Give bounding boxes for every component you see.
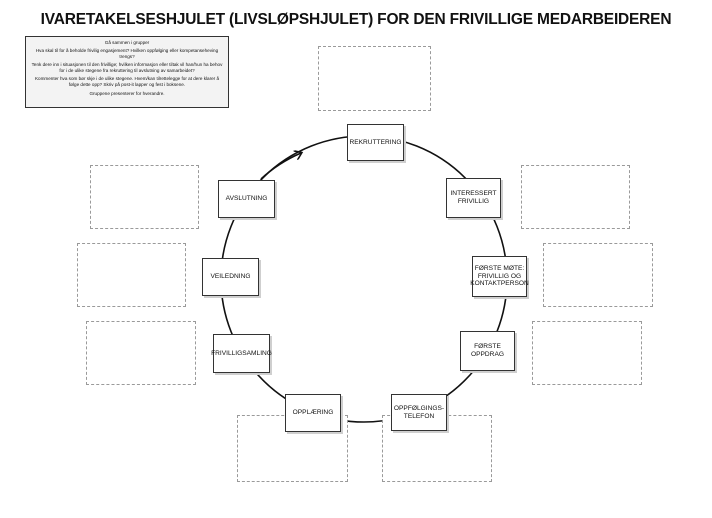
note-box-top[interactable] [318,46,431,111]
page-title: IVARETAKELSESHJULET (LIVSLØPSHJULET) FOR… [40,11,672,28]
stage-interessert-frivillig[interactable]: INTERESSERT FRIVILLIG [446,178,501,218]
stage-avslutning[interactable]: AVSLUTNING [218,180,275,218]
stage-forste-oppdrag[interactable]: FØRSTE OPPDRAG [460,331,515,371]
instructions-box: Gå sammen i grupper Hva skal til for å b… [25,36,229,108]
stage-label: AVSLUTNING [225,195,268,203]
stage-label: VEILEDNING [210,273,251,281]
note-box-right-1[interactable] [521,165,630,229]
stage-forste-mote[interactable]: FØRSTE MØTE: FRIVILLIG OG KONTAKTPERSON [470,256,529,297]
stage-label: FØRSTE MØTE: FRIVILLIG OG KONTAKTPERSON [470,264,529,288]
instruction-line: Kommenter hva som bør skje i de ulike st… [34,76,220,88]
instruction-line: Gruppene presenterer for hverandre. [89,90,165,96]
stage-label: OPPFØLGINGS- TELEFON [393,404,445,420]
instruction-line: Tenk dere inn i situasjonen til den friv… [31,62,223,74]
note-box-left-1[interactable] [90,165,199,229]
stage-label: FRIVILLIGSAMLING [211,349,272,357]
stage-veiledning[interactable]: VEILEDNING [202,258,259,296]
instruction-line: Gå sammen i grupper [104,40,150,45]
stage-oppfolgingstelefon[interactable]: OPPFØLGINGS- TELEFON [391,394,447,431]
stage-label: REKRUTTERING [349,138,402,146]
stage-label: FØRSTE OPPDRAG [471,343,504,358]
note-box-left-2[interactable] [77,243,186,307]
stage-rekruttering[interactable]: REKRUTTERING [347,124,404,161]
note-box-left-3[interactable] [86,321,196,385]
stage-frivilligsamling[interactable]: FRIVILLIGSAMLING [211,334,272,373]
direction-arrow-icon [260,153,301,180]
instruction-line: Hva skal til for å beholde frivilig enga… [35,48,219,60]
stage-label: INTERESSERT FRIVILLIG [450,190,497,205]
stage-label: OPPLÆRING [292,409,334,417]
stage-opplaering[interactable]: OPPLÆRING [285,394,341,432]
note-box-right-2[interactable] [543,243,653,307]
note-box-right-3[interactable] [532,321,642,385]
